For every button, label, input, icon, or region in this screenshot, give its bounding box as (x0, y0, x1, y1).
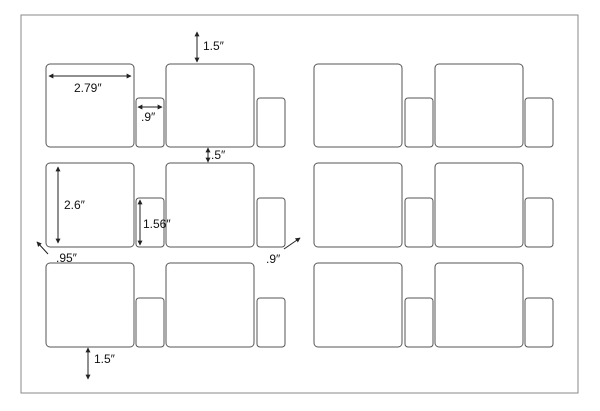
small-label (256, 197, 286, 248)
horizontal-gap-arrow (283, 237, 301, 250)
large-label (165, 63, 255, 148)
small-width-label: .9″ (141, 110, 156, 124)
large-label (313, 162, 403, 248)
large-label (313, 262, 403, 348)
vertical-gap-label: .5″ (211, 148, 226, 162)
small-label (404, 297, 434, 348)
label-row-3 (45, 262, 554, 348)
dimension-lines (36, 31, 301, 380)
small-label (135, 97, 165, 148)
label-row-1 (45, 63, 554, 148)
large-width-label: 2.79″ (74, 81, 102, 95)
small-label (404, 197, 434, 248)
bottom-margin-label: 1.5″ (94, 352, 116, 366)
large-label (434, 262, 524, 348)
small-label (256, 297, 286, 348)
small-height-label: 1.56″ (143, 217, 171, 231)
corner-offset-arrow (36, 241, 49, 255)
dimension-labels: 1.5″ 2.79″ .9″ .5″ 2.6″ 1.56″ .95″ .9″ 1… (56, 39, 281, 366)
label-row-2 (45, 162, 554, 248)
top-margin-label: 1.5″ (203, 39, 225, 53)
small-label (256, 97, 286, 148)
large-label (434, 63, 524, 148)
small-label (404, 97, 434, 148)
large-label (165, 162, 255, 248)
small-label (135, 197, 165, 248)
large-label (45, 262, 135, 348)
large-height-label: 2.6″ (64, 198, 86, 212)
small-label (524, 297, 554, 348)
small-label (135, 297, 165, 348)
large-label (434, 162, 524, 248)
large-label (45, 63, 135, 148)
large-label (165, 262, 255, 348)
horizontal-gap-label: .9″ (266, 252, 281, 266)
sheet-border (20, 14, 579, 394)
corner-offset-label: .95″ (56, 251, 78, 265)
small-label (524, 197, 554, 248)
large-label (45, 162, 135, 248)
large-label (313, 63, 403, 148)
small-label (524, 97, 554, 148)
